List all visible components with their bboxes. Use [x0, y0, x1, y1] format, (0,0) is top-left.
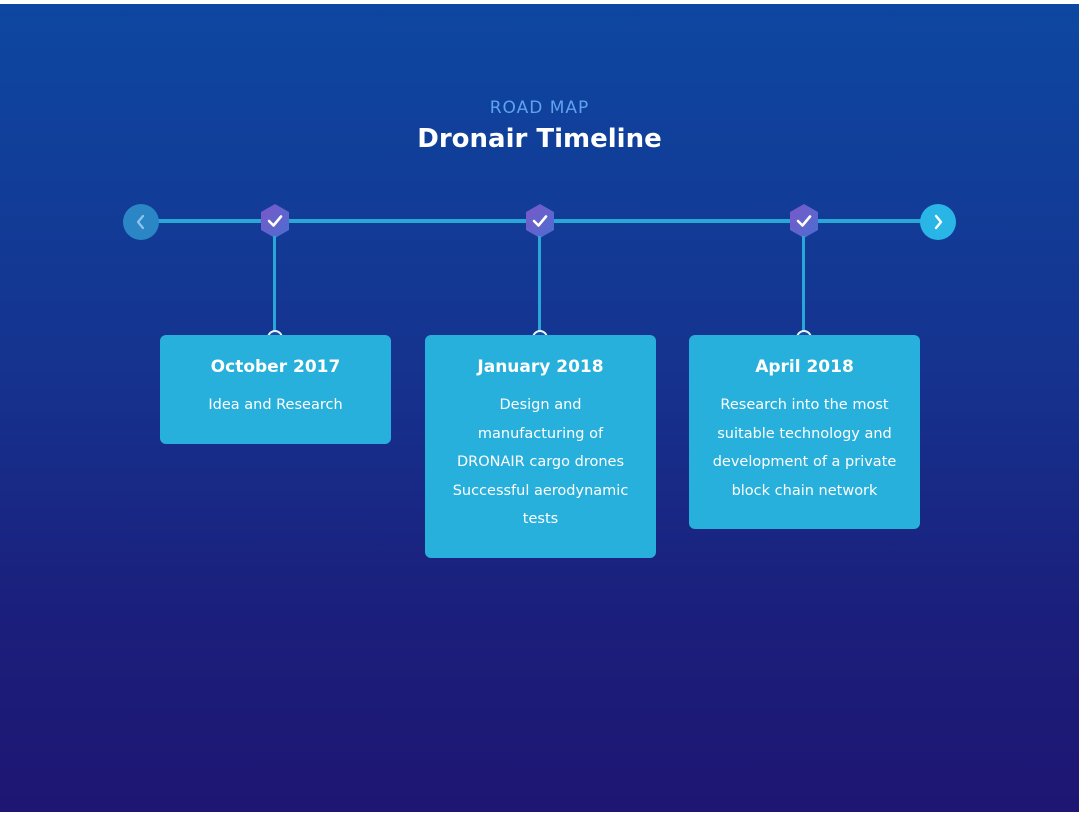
milestone-date: January 2018: [477, 357, 604, 377]
chevron-left-icon: [136, 214, 145, 230]
section-eyebrow: ROAD MAP: [489, 98, 590, 118]
milestone-card: October 2017 Idea and Research: [160, 335, 391, 444]
chevron-right-icon: [934, 214, 943, 230]
milestone-description: Design and manufacturing of DRONAIR carg…: [452, 397, 629, 528]
check-hexagon-icon: [790, 204, 818, 238]
milestone-card: January 2018 Design and manufacturing of…: [425, 335, 656, 558]
timeline-prev-button[interactable]: [123, 204, 159, 240]
milestone-description: Research into the most suitable technolo…: [712, 397, 897, 499]
milestone-connector: [273, 236, 276, 334]
milestone-description: Idea and Research: [208, 397, 343, 413]
milestone-connector: [802, 236, 805, 334]
check-hexagon-icon: [526, 204, 554, 238]
milestone-date: April 2018: [755, 357, 854, 377]
milestone-date: October 2017: [210, 357, 341, 377]
milestone-card: April 2018 Research into the most suitab…: [689, 335, 920, 530]
roadmap-section: ROAD MAP Dronair Timeline October 2017 I…: [0, 4, 1079, 812]
milestone-connector: [538, 236, 541, 334]
check-hexagon-icon: [261, 204, 289, 238]
timeline-next-button[interactable]: [920, 204, 956, 240]
section-title: Dronair Timeline: [417, 124, 662, 154]
